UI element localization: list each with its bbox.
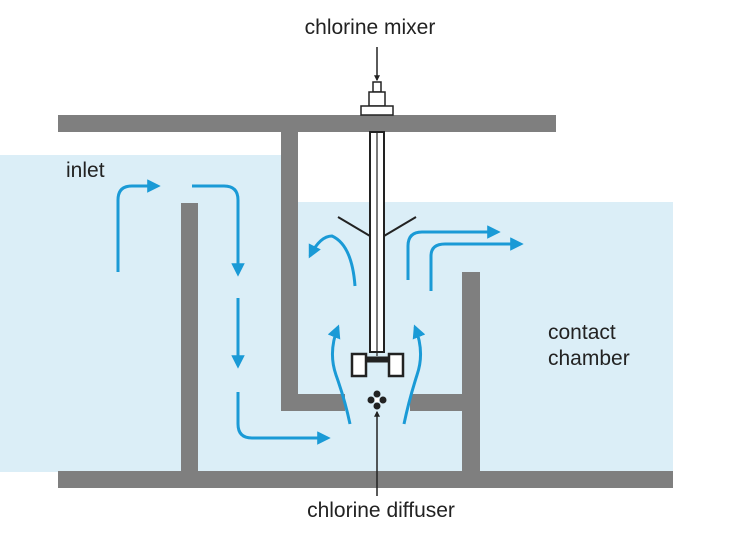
baffle-wall [281, 115, 298, 411]
mixer-mount-plate [360, 105, 394, 116]
chlorine-diffuser [367, 390, 387, 496]
contact-chamber-label-line2: chamber [548, 347, 630, 370]
flow-arrow [236, 392, 331, 445]
impeller-left-blade [350, 352, 368, 378]
contact-chamber-label-line1: contact [548, 321, 616, 344]
chlorine-diffuser-label: chlorine diffuser [307, 499, 455, 522]
inlet-weir [181, 203, 198, 475]
flow-arrow [116, 179, 161, 272]
deflector-right [383, 216, 417, 237]
flow-arrows [116, 179, 524, 445]
diffuser-nozzle-icon [367, 390, 387, 410]
floor-slab [58, 471, 673, 488]
top-slab [58, 115, 556, 132]
flow-arrow [308, 234, 357, 287]
flow-arrow [402, 324, 426, 425]
flow-arrow [406, 225, 501, 280]
chlorine-mixer-label: chlorine mixer [304, 16, 436, 39]
shelf-left [281, 394, 345, 411]
chlorine-mixer [337, 47, 417, 378]
mixer-motor-body [368, 91, 386, 107]
mixer-motor-cap [372, 81, 382, 93]
inlet-label: inlet [66, 159, 105, 182]
inlet-water [0, 155, 281, 472]
flow-arrow [327, 324, 352, 425]
impeller-right-blade [387, 352, 405, 378]
water-regions [0, 155, 673, 472]
deflector-left [337, 216, 371, 237]
impeller-hub [365, 356, 390, 363]
flow-arrow [429, 237, 524, 291]
flow-arrow [192, 184, 245, 277]
outlet-weir [462, 272, 480, 475]
walls [58, 115, 673, 488]
